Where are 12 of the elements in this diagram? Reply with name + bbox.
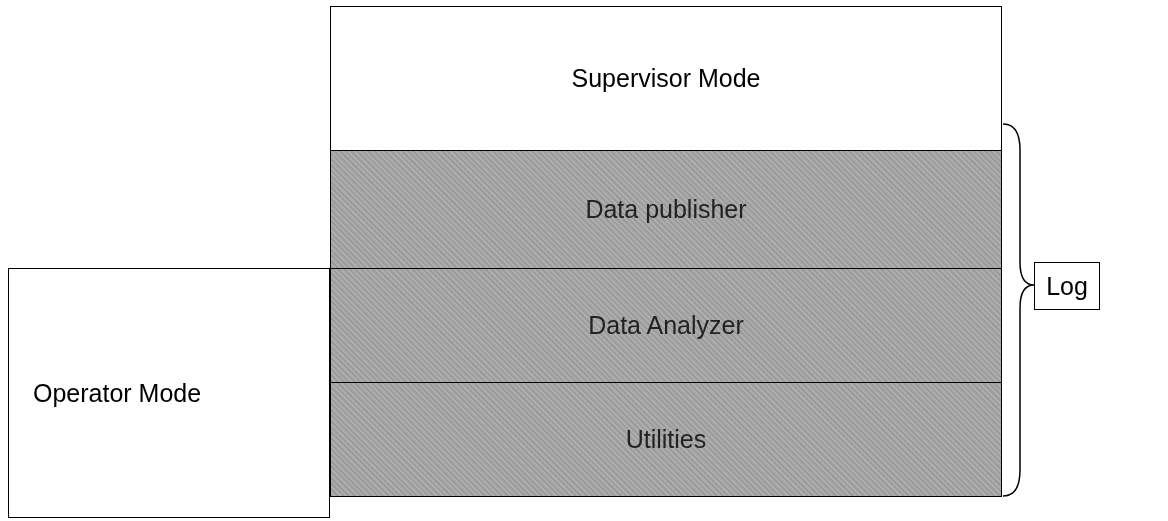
log-box [1034,262,1100,310]
layer-box [330,382,1002,497]
mode-box [8,268,330,518]
node-label: Utilities [625,425,707,454]
node-label: Data Analyzer [588,311,744,340]
node-label: Data publisher [585,195,747,224]
layer-box [330,150,1002,269]
node-label: Operator Mode [33,378,202,408]
node-label: Log [1046,271,1088,301]
layer-box [330,268,1002,383]
mode-box [330,6,1002,151]
node-label: Supervisor Mode [571,64,761,93]
